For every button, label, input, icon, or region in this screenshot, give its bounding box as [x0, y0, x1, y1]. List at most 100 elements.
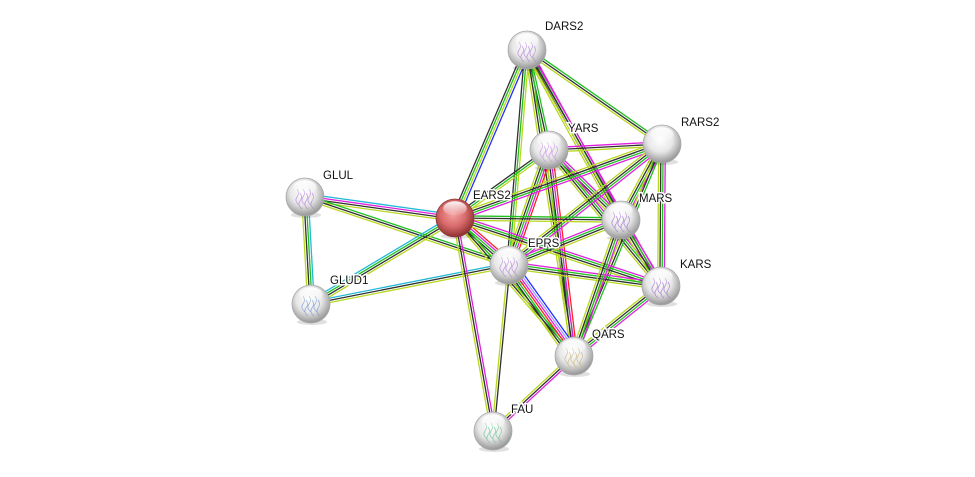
edge-eprs-fau[interactable] — [491, 264, 511, 432]
node-glul[interactable]: GLUL — [285, 169, 355, 218]
edge-line-neighborhood — [575, 144, 665, 358]
edge-line-coexpression — [493, 265, 511, 432]
edge-line-textmining — [504, 148, 546, 264]
edge-ears2-fau[interactable] — [452, 217, 496, 432]
edge-line-neighborhood — [509, 263, 662, 286]
edge-line-neighborhood — [455, 144, 663, 220]
edge-line-textmining — [452, 218, 492, 432]
edge-eprs-mars[interactable] — [507, 216, 623, 269]
edge-line-database — [310, 262, 509, 303]
edge-line-textmining — [571, 142, 661, 356]
edge-line-textmining — [453, 140, 662, 216]
edge-rars2-qars[interactable] — [571, 142, 665, 358]
edge-line-experiments — [576, 220, 625, 358]
protein-structure-icon — [611, 211, 631, 233]
node-yars[interactable]: YARS — [529, 122, 600, 171]
edge-line-coexpression — [304, 196, 510, 266]
edge-ears2-mars[interactable] — [454, 215, 622, 223]
edge-line-textmining — [570, 218, 619, 356]
edge-glul-eprs[interactable] — [304, 194, 510, 268]
edge-mars-qars[interactable] — [570, 218, 625, 358]
edge-line-textmining — [657, 143, 660, 286]
edge-line-coexpression — [526, 49, 663, 145]
edge-line-coexpression — [507, 142, 662, 265]
edge-line-textmining — [304, 199, 455, 222]
edge-line-neighborhood — [508, 49, 528, 266]
edge-line-coexpression — [310, 264, 510, 305]
node-dars2[interactable]: DARS2 — [507, 20, 585, 71]
edge-dars2-ears2[interactable] — [451, 48, 531, 220]
edge-line-experiments — [510, 150, 552, 266]
node-label: YARS — [568, 123, 599, 135]
edge-dars2-rars2[interactable] — [525, 47, 664, 147]
edge-ears2-kars[interactable] — [453, 214, 663, 290]
edge-line-coexpression — [311, 218, 456, 306]
node-fau[interactable]: FAU — [473, 403, 535, 452]
edge-rars2-ears2[interactable] — [453, 140, 664, 222]
edge-line-experiments — [509, 261, 662, 284]
edge-line-neighborhood — [527, 47, 664, 143]
node-eprs[interactable]: EPRS — [489, 237, 561, 286]
node-label: FAU — [511, 404, 533, 416]
edge-line-experiments — [456, 217, 496, 431]
edge-line-coexpression — [509, 220, 622, 267]
edge-eprs-kars[interactable] — [508, 261, 662, 290]
node-highlight — [481, 414, 505, 429]
node-highlight — [609, 203, 633, 218]
node-qars[interactable]: QARS — [554, 328, 626, 377]
edge-line-experiments — [305, 195, 456, 218]
edge-rars2-kars[interactable] — [657, 143, 666, 287]
node-ears2[interactable]: EARS2 — [435, 189, 512, 239]
edge-line-gene_fusion — [512, 151, 554, 267]
node-highlight — [537, 133, 561, 148]
edge-line-experiments — [507, 216, 621, 263]
node-highlight — [650, 127, 674, 142]
edge-line-neighborhood — [455, 216, 662, 286]
edge-line-textmining — [304, 198, 509, 268]
protein-structure-icon — [295, 188, 315, 210]
edge-line-cooccurrence — [513, 260, 580, 353]
edge-line-neighborhood — [661, 144, 664, 287]
edge-line-coexpression — [572, 219, 621, 356]
node-glud1[interactable]: GLUD1 — [291, 274, 370, 325]
edge-line-coexpression — [573, 143, 663, 357]
edge-line-coexpression — [454, 218, 661, 288]
edge-line-neighborhood — [453, 49, 527, 218]
edge-dars2-eprs[interactable] — [506, 49, 530, 266]
node-highlight — [299, 287, 323, 302]
edge-line-coexpression — [454, 142, 662, 218]
edge-line-coexpression — [453, 147, 549, 217]
edge-line-coexpression — [304, 197, 455, 220]
edge-line-textmining — [491, 264, 509, 431]
node-highlight — [562, 339, 586, 354]
node-label: KARS — [680, 259, 712, 271]
edge-glul-ears2[interactable] — [304, 193, 456, 222]
edge-line-coexpression — [454, 217, 622, 221]
node-kars[interactable]: KARS — [641, 258, 713, 307]
edge-line-textmining — [311, 266, 510, 307]
protein-structure-icon — [499, 256, 519, 278]
edge-line-neighborhood — [508, 218, 621, 265]
edge-line-coexpression — [506, 149, 548, 265]
protein-structure-icon — [301, 295, 321, 317]
edge-yars-eprs[interactable] — [504, 148, 554, 267]
node-label: RARS2 — [681, 117, 719, 129]
edge-glud1-ears2[interactable] — [308, 214, 458, 308]
edge-line-textmining — [509, 222, 623, 269]
node-rars2[interactable]: RARS2 — [642, 116, 721, 165]
protein-structure-icon — [483, 422, 503, 444]
edge-line-textmining — [508, 267, 661, 290]
edge-line-experiments — [510, 146, 665, 269]
edge-line-database — [305, 193, 456, 216]
edge-line-experiments — [455, 146, 664, 222]
protein-structure-icon — [651, 277, 671, 299]
node-label: EPRS — [528, 238, 560, 250]
node-label: DARS2 — [545, 21, 583, 33]
edge-line-database — [308, 214, 454, 302]
edge-glud1-eprs[interactable] — [310, 262, 510, 307]
edge-line-coexpression — [659, 143, 662, 286]
edge-line-neighborhood — [574, 220, 623, 357]
node-mars[interactable]: MARS — [601, 192, 674, 241]
